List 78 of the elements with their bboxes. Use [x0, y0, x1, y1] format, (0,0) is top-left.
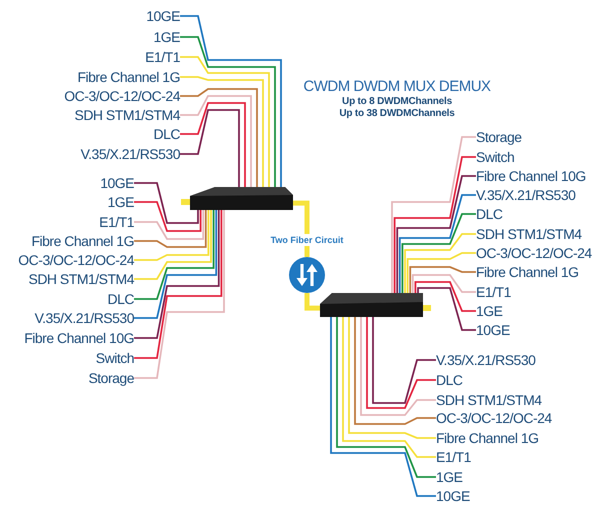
interface-label: 1GE [436, 468, 463, 486]
cable-line [134, 210, 210, 261]
cable-line [414, 281, 476, 312]
interface-label: V.35/X.21/RS530 [34, 309, 134, 327]
up-down-arrows-icon [289, 257, 325, 293]
mux-device [181, 187, 293, 210]
cable-line [180, 56, 270, 187]
interface-label: DLC [436, 371, 463, 389]
cable-line [406, 252, 476, 293]
interface-label: V.35/X.21/RS530 [436, 351, 536, 369]
fiber-link [304, 293, 320, 311]
cable-line [180, 76, 264, 187]
cable-line [348, 317, 436, 439]
cable-line [412, 274, 476, 293]
cable-line [134, 201, 202, 232]
edge-label: Two Fiber Circuit [268, 234, 346, 246]
interface-label: Fibre Channel 1G [436, 429, 539, 447]
interface-label: 10GE [436, 487, 470, 505]
interface-label: 10GE [100, 174, 134, 192]
cable-line [402, 213, 476, 293]
cable-line [342, 317, 436, 458]
cable-line [134, 210, 214, 300]
interface-label: 10GE [146, 7, 180, 25]
interface-label: SDH STM1/STM4 [436, 391, 542, 409]
interface-label: Fibre Channel 10G [476, 167, 586, 185]
interface-label: DLC [476, 205, 503, 223]
cable-line [134, 210, 207, 248]
cable-line [134, 182, 199, 224]
interface-label: OC-3/OC-12/OC-24 [436, 409, 552, 427]
interface-label: V.35/X.21/RS530 [476, 186, 576, 204]
interface-label: Fibre Channel 1G [476, 263, 579, 281]
interface-label: SDH STM1/STM4 [28, 270, 134, 288]
interface-label: Switch [476, 148, 514, 166]
cable-line [417, 287, 476, 331]
cable-line [134, 210, 204, 240]
diagram-title: CWDM DWDM MUX DEMUX [303, 78, 491, 96]
cable-line [180, 15, 282, 187]
interface-label: 1GE [153, 28, 180, 46]
cable-line [134, 210, 220, 339]
interface-label: V.35/X.21/RS530 [80, 145, 180, 163]
interface-label: SDH STM1/STM4 [476, 225, 582, 243]
cable-line [396, 175, 476, 293]
interface-label: Fibre Channel 10G [24, 329, 134, 347]
interface-label: E1/T1 [476, 283, 511, 301]
cable-line [354, 317, 436, 425]
cable-line [404, 233, 476, 293]
cable-line [398, 194, 476, 293]
interface-label: Fibre Channel 1G [31, 232, 134, 250]
interface-label: Storage [88, 369, 134, 387]
interface-label: DLC [107, 290, 134, 308]
cable-line [391, 136, 476, 293]
interface-label: 1GE [107, 193, 134, 211]
interface-label: Storage [476, 128, 522, 146]
interface-label: Fibre Channel 1G [77, 68, 180, 86]
cable-line [180, 109, 240, 187]
interface-label: 1GE [476, 302, 503, 320]
interface-label: OC-3/OC-12/OC-24 [18, 251, 134, 269]
cable-line [409, 266, 476, 293]
cable-line [330, 317, 436, 497]
interface-label: E1/T1 [145, 48, 180, 66]
cable-line [180, 36, 276, 187]
cable-line [394, 156, 476, 293]
interface-label: E1/T1 [99, 213, 134, 231]
interface-label: SDH STM1/STM4 [74, 106, 180, 124]
cable-line [336, 317, 436, 478]
fiber-link [293, 200, 310, 257]
interface-label: Switch [96, 349, 134, 367]
interface-label: 10GE [476, 321, 510, 339]
cable-line [134, 210, 218, 319]
mux-device [320, 293, 431, 317]
interface-label: DLC [153, 125, 180, 143]
interface-label: E1/T1 [436, 448, 471, 466]
cable-line [180, 102, 246, 187]
subtitle: Up to 38 DWDMChannels [339, 108, 455, 120]
subtitle: Up to 8 DWDMChannels [342, 96, 452, 108]
interface-label: OC-3/OC-12/OC-24 [476, 244, 592, 262]
cable-line [134, 210, 212, 280]
interface-label: OC-3/OC-12/OC-24 [64, 87, 180, 105]
